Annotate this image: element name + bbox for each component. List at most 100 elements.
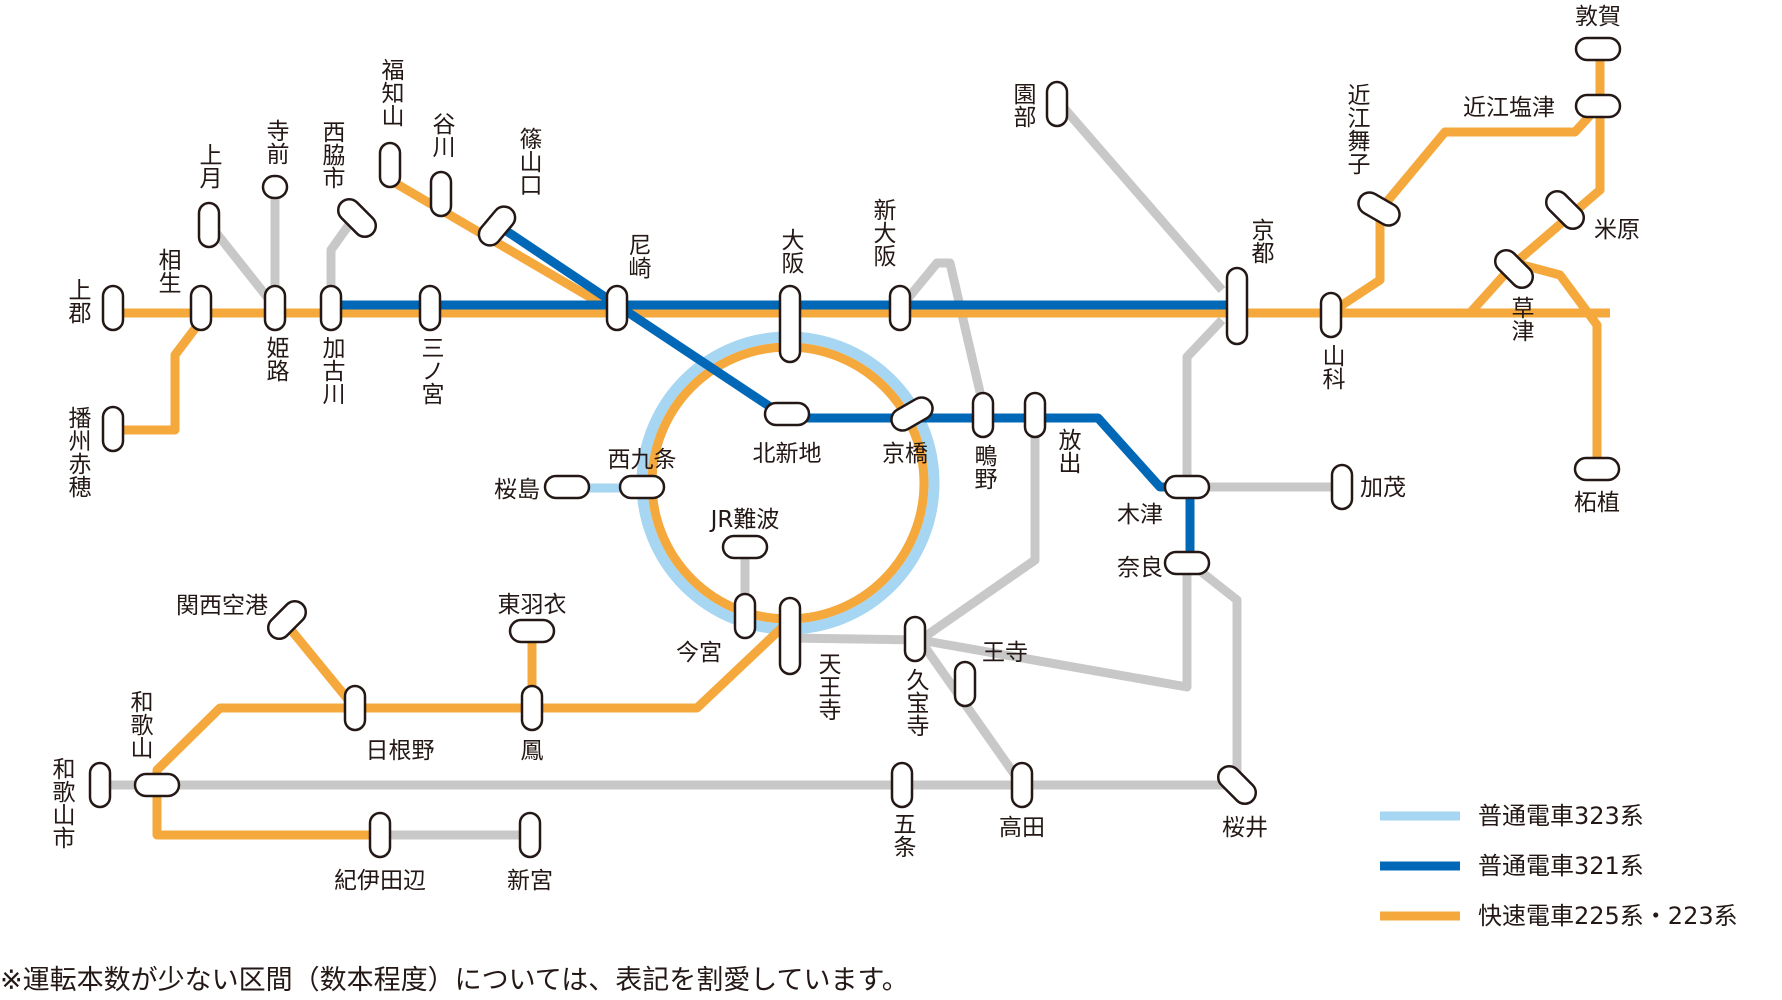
station-omishiotsu[interactable] — [1574, 93, 1622, 119]
label-nishikujo: 西九条 — [608, 447, 677, 473]
station-himeji[interactable] — [263, 284, 287, 332]
station-tennoji[interactable] — [778, 596, 802, 676]
station-tanikawa[interactable] — [429, 170, 453, 218]
label-takada: 高田 — [999, 815, 1045, 841]
nara-line — [1182, 316, 1226, 487]
station-gojo[interactable] — [890, 761, 914, 809]
station-otori[interactable] — [520, 684, 544, 732]
station-shigino[interactable] — [971, 391, 995, 439]
station-tsuge[interactable] — [1573, 456, 1621, 482]
label-oji: 王寺 — [982, 640, 1028, 666]
station-kakogawa[interactable] — [319, 284, 343, 332]
label-sannomiya: 三ノ宮 — [417, 336, 444, 405]
label-kitashinchi: 北新地 — [753, 441, 822, 467]
label-yamashina: 山科 — [1318, 344, 1346, 390]
station-osaka[interactable] — [778, 284, 802, 364]
station-kamigori[interactable] — [101, 284, 125, 332]
label-sakurai: 桜井 — [1222, 815, 1268, 841]
station-kiitanabe[interactable] — [368, 811, 392, 859]
station-kozuki[interactable] — [197, 201, 221, 249]
station-kitashinchi[interactable] — [763, 401, 811, 427]
station-kansaiairport[interactable] — [264, 597, 311, 644]
stations — [88, 36, 1622, 859]
station-shinosaka[interactable] — [888, 284, 912, 332]
station-nara[interactable] — [1163, 550, 1211, 576]
station-nishiwaki[interactable] — [334, 195, 381, 242]
label-aioi: 相生 — [154, 248, 182, 294]
label-kozuki: 上月 — [195, 143, 223, 189]
label-hanaten: 放出 — [1054, 428, 1082, 474]
station-fukuchiyama[interactable] — [378, 141, 402, 189]
label-otori: 鳳 — [521, 738, 544, 764]
label-maibara: 米原 — [1594, 217, 1640, 243]
label-jrnamba: JR難波 — [709, 507, 780, 533]
label-omimaiko: 近江舞子 — [1343, 83, 1371, 175]
label-tennoji: 天王寺 — [814, 652, 842, 721]
label-shingu: 新宮 — [507, 868, 553, 894]
label-omishiotsu: 近江塩津 — [1463, 95, 1555, 121]
station-aioi[interactable] — [189, 284, 213, 332]
sagano-line — [1053, 97, 1226, 293]
station-sasayamaguchi[interactable] — [474, 202, 519, 250]
station-amagasaki[interactable] — [605, 284, 629, 332]
station-shingu[interactable] — [518, 811, 542, 859]
station-takada[interactable] — [1010, 761, 1034, 809]
label-teramae: 寺前 — [262, 119, 289, 165]
station-hanaten[interactable] — [1023, 391, 1047, 439]
label-amagasaki: 尼崎 — [624, 233, 651, 279]
station-tsuruga[interactable] — [1574, 36, 1622, 62]
station-kyuhoji[interactable] — [903, 615, 927, 663]
local321-gakkentoshi — [502, 226, 1195, 565]
station-kusatsu[interactable] — [1491, 246, 1538, 293]
station-sonobe[interactable] — [1045, 80, 1069, 128]
label-shinosaka: 新大阪 — [869, 198, 897, 267]
legend-label-321: 普通電車321系 — [1478, 852, 1644, 880]
label-nishiwaki: 西脇市 — [318, 120, 346, 189]
label-banshuako: 播州赤穂 — [64, 406, 92, 498]
station-nishikujo[interactable] — [618, 474, 666, 500]
station-wakayama[interactable] — [133, 772, 181, 798]
label-imamiya: 今宮 — [676, 640, 722, 666]
footnote: ※運転本数が少ない区間（数本程度）については、表記を割愛しています。 — [0, 965, 909, 996]
station-higashihagoromo[interactable] — [508, 618, 556, 644]
label-tsuruga: 敦賀 — [1575, 4, 1621, 30]
label-osaka: 大阪 — [777, 228, 805, 274]
label-tanikawa: 谷川 — [428, 112, 456, 158]
station-kizu[interactable] — [1163, 474, 1211, 500]
osaka-higashi-line — [917, 415, 1040, 644]
station-sakurai[interactable] — [1214, 762, 1261, 809]
legend: 普通電車323系 普通電車321系 快速電車225系・223系 — [1380, 802, 1738, 930]
station-maibara[interactable] — [1542, 187, 1589, 234]
label-kyoto: 京都 — [1247, 218, 1275, 264]
label-hineno: 日根野 — [366, 738, 435, 764]
other-lines — [110, 97, 1342, 840]
sakurai-line — [1187, 559, 1242, 790]
legend-label-323: 普通電車323系 — [1478, 802, 1644, 830]
station-kyobashi[interactable] — [887, 393, 936, 434]
station-imamiya[interactable] — [733, 592, 757, 640]
label-kamigori: 上郡 — [64, 278, 92, 324]
legend-label-rapid: 快速電車225系・223系 — [1478, 902, 1738, 930]
rapid-kansai-airport — [283, 622, 359, 711]
label-himeji: 姫路 — [262, 336, 290, 382]
station-yamashina[interactable] — [1319, 291, 1343, 339]
shinosaka-link — [896, 258, 988, 407]
station-oji[interactable] — [953, 660, 977, 708]
station-hineno[interactable] — [343, 684, 367, 732]
label-tsuge: 柘植 — [1574, 490, 1620, 516]
label-sonobe: 園部 — [1009, 82, 1036, 128]
station-jrnamba[interactable] — [721, 534, 769, 560]
label-fukuchiyama: 福知山 — [377, 58, 405, 127]
station-kyoto[interactable] — [1225, 266, 1249, 346]
station-sakurajima[interactable] — [543, 474, 591, 500]
station-teramae[interactable] — [261, 174, 289, 200]
station-banshuako[interactable] — [101, 405, 125, 453]
station-sannomiya[interactable] — [418, 284, 442, 332]
label-sasayamaguchi: 篠山口 — [515, 127, 543, 196]
station-omimaiko[interactable] — [1354, 188, 1403, 229]
label-wakayamashi: 和歌山市 — [48, 757, 76, 849]
station-kamo[interactable] — [1330, 463, 1354, 511]
station-wakayamashi[interactable] — [88, 761, 112, 809]
yamatoji-line — [789, 563, 1192, 692]
